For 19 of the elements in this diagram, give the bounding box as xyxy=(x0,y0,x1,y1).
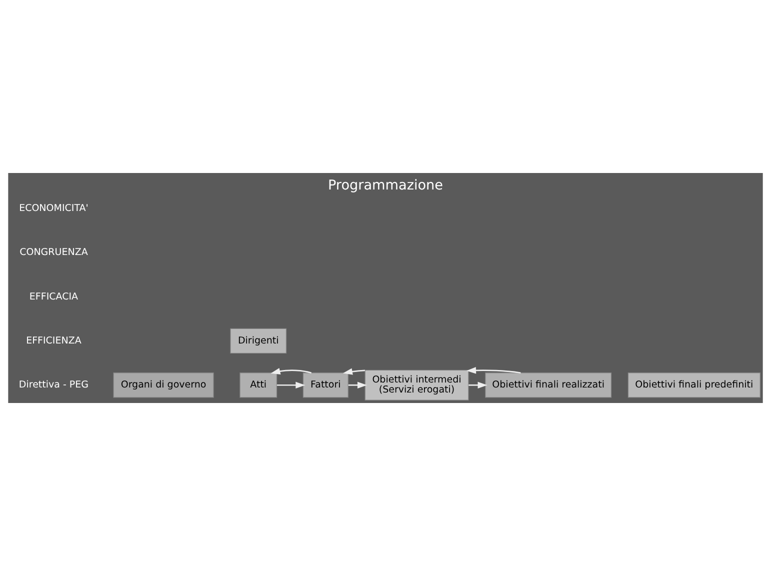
arrow xyxy=(276,381,306,388)
node-box: Dirigenti xyxy=(230,328,287,353)
label: Direttiva - PEG xyxy=(18,379,89,390)
node-box: Fattori xyxy=(302,372,348,398)
label: EFFICIENZA xyxy=(26,334,82,346)
diagram-title: Programmazione xyxy=(328,176,444,193)
node-box: Organi di governo xyxy=(113,372,214,398)
arrow xyxy=(468,381,488,388)
arrow xyxy=(342,368,365,374)
label: CONGRUENZA xyxy=(20,246,88,258)
label: EFFICACIA xyxy=(29,290,78,302)
node-box: Obiettivi intermedi (Servizi erogati) xyxy=(364,369,469,400)
node-box: Obiettivi finali predefiniti xyxy=(628,372,760,398)
node-box: Obiettivi finali realizzati xyxy=(485,372,612,398)
label: ECONOMICITA' xyxy=(19,202,88,214)
arrow xyxy=(270,367,312,374)
arrow xyxy=(348,381,368,388)
arrow xyxy=(466,366,521,374)
node-box: Atti xyxy=(240,372,278,398)
